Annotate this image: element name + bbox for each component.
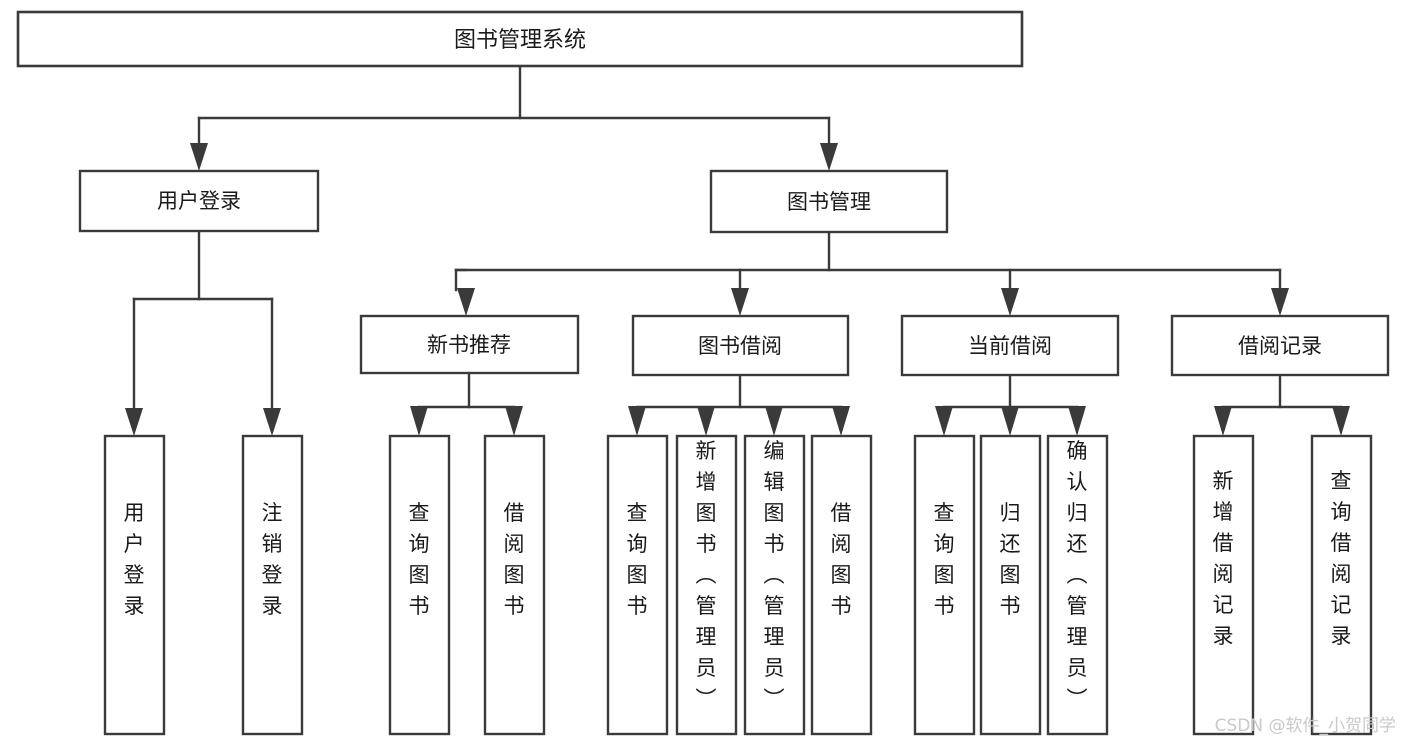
node-book-borrow-box[interactable] xyxy=(631,314,850,377)
node-leaf-user-logout-box[interactable] xyxy=(241,434,304,736)
node-leaf-add-record-label: 新增借阅记录 xyxy=(1213,469,1234,648)
arrowhead-user-login xyxy=(190,143,208,171)
node-leaf-query-book-3[interactable]: 查询图书 xyxy=(913,434,976,736)
node-book-management-box[interactable] xyxy=(709,169,949,234)
arrowhead-current-borrow xyxy=(1001,288,1019,316)
node-leaf-borrow-book-2-label: 借阅图书 xyxy=(831,501,852,618)
node-root-box[interactable] xyxy=(16,10,1024,68)
node-leaf-edit-book-box[interactable] xyxy=(743,434,806,736)
arrowhead-leaf-user-login xyxy=(125,408,143,436)
arrowhead-book-management xyxy=(820,143,838,171)
node-book-management[interactable]: 图书管理 xyxy=(709,169,949,234)
node-leaf-user-logout-label: 注销登录 xyxy=(262,501,283,618)
node-leaf-query-book-3-box[interactable] xyxy=(913,434,976,736)
arrowhead-leaf-query-book-3 xyxy=(935,406,953,436)
node-leaf-query-book-1[interactable]: 查询图书 xyxy=(388,434,451,736)
arrowhead-leaf-borrow-book-2 xyxy=(832,406,850,436)
node-leaf-query-book-1-box[interactable] xyxy=(388,434,451,736)
node-leaf-user-login-box[interactable] xyxy=(103,434,166,736)
node-leaf-query-book-1-label: 查询图书 xyxy=(409,501,430,618)
arrowhead-book-borrow xyxy=(731,288,749,316)
arrowhead-leaf-edit-book xyxy=(765,406,783,436)
node-leaf-add-record-box[interactable] xyxy=(1192,434,1255,736)
node-leaf-borrow-book-1[interactable]: 借阅图书 xyxy=(483,434,546,736)
node-leaf-return-book[interactable]: 归还图书 xyxy=(979,434,1042,736)
node-leaf-query-book-2[interactable]: 查询图书 xyxy=(606,434,669,736)
node-leaf-borrow-book-2-box[interactable] xyxy=(810,434,873,736)
node-leaf-query-book-2-box[interactable] xyxy=(606,434,669,736)
arrowhead-leaf-user-logout xyxy=(263,408,281,436)
node-book-management-label: 图书管理 xyxy=(787,190,871,214)
node-leaf-query-book-3-label: 查询图书 xyxy=(934,501,955,618)
node-leaf-user-logout[interactable]: 注销登录 xyxy=(241,434,304,736)
node-leaf-edit-book[interactable]: 编辑图书︵管理员︶ xyxy=(743,434,806,736)
connector-layer xyxy=(125,64,1350,436)
node-leaf-return-book-box[interactable] xyxy=(979,434,1042,736)
node-leaf-borrow-book-1-box[interactable] xyxy=(483,434,546,736)
csdn-watermark: CSDN @软件_小贺同学 xyxy=(1215,716,1396,736)
arrowhead-leaf-add-book xyxy=(697,406,715,436)
node-new-book-recommend-box[interactable] xyxy=(359,314,580,375)
node-current-borrow-box[interactable] xyxy=(900,314,1120,377)
node-leaf-borrow-book-1-label: 借阅图书 xyxy=(504,501,525,618)
node-root[interactable]: 图书管理系统 xyxy=(16,10,1024,68)
node-new-book-recommend-label: 新书推荐 xyxy=(427,333,511,357)
node-leaf-query-record-label: 查询借阅记录 xyxy=(1331,469,1352,648)
node-leaf-add-book[interactable]: 新增图书︵管理员︶ xyxy=(675,434,738,736)
node-leaf-add-book-box[interactable] xyxy=(675,434,738,736)
arrowhead-borrow-record xyxy=(1271,288,1289,316)
node-user-login-label: 用户登录 xyxy=(157,189,241,213)
node-user-login-box[interactable] xyxy=(78,169,320,233)
node-current-borrow-label: 当前借阅 xyxy=(968,334,1052,358)
node-leaf-query-record-box[interactable] xyxy=(1310,434,1373,736)
node-borrow-record-box[interactable] xyxy=(1170,314,1390,377)
node-leaf-add-book-label: 新增图书︵管理员︶ xyxy=(696,439,717,711)
node-leaf-borrow-book-2[interactable]: 借阅图书 xyxy=(810,434,873,736)
node-book-borrow-label: 图书借阅 xyxy=(698,334,782,358)
arrowhead-leaf-borrow-book-1 xyxy=(505,406,523,436)
node-leaf-user-login[interactable]: 用户登录 xyxy=(103,434,166,736)
arrowhead-leaf-query-book-1 xyxy=(410,406,428,436)
node-borrow-record[interactable]: 借阅记录 xyxy=(1170,314,1390,377)
node-leaf-query-record[interactable]: 查询借阅记录 xyxy=(1310,434,1373,736)
node-user-login[interactable]: 用户登录 xyxy=(78,169,320,233)
node-new-book-recommend[interactable]: 新书推荐 xyxy=(359,314,580,375)
node-leaf-add-record[interactable]: 新增借阅记录 xyxy=(1192,434,1255,736)
node-leaf-return-book-label: 归还图书 xyxy=(1000,501,1021,618)
arrowhead-leaf-query-book-2 xyxy=(628,406,646,436)
node-leaf-confirm-return[interactable]: 确认归还︵管理员︶ xyxy=(1046,434,1109,736)
arrowhead-leaf-return-book xyxy=(1001,406,1019,436)
node-leaf-query-book-2-label: 查询图书 xyxy=(627,501,648,618)
node-borrow-record-label: 借阅记录 xyxy=(1238,334,1322,358)
node-root-label: 图书管理系统 xyxy=(454,28,586,53)
node-leaf-user-login-label: 用户登录 xyxy=(124,501,145,618)
node-book-borrow[interactable]: 图书借阅 xyxy=(631,314,850,377)
node-current-borrow[interactable]: 当前借阅 xyxy=(900,314,1120,377)
arrowhead-new-book-recommend xyxy=(457,288,475,316)
arrowhead-leaf-query-record xyxy=(1332,406,1350,436)
node-leaf-confirm-return-label: 确认归还︵管理员︶ xyxy=(1067,439,1088,711)
node-leaf-confirm-return-box[interactable] xyxy=(1046,434,1109,736)
node-leaf-edit-book-label: 编辑图书︵管理员︶ xyxy=(764,439,785,711)
arrowhead-leaf-add-record xyxy=(1214,406,1232,436)
arrowhead-leaf-confirm-return xyxy=(1068,406,1086,436)
